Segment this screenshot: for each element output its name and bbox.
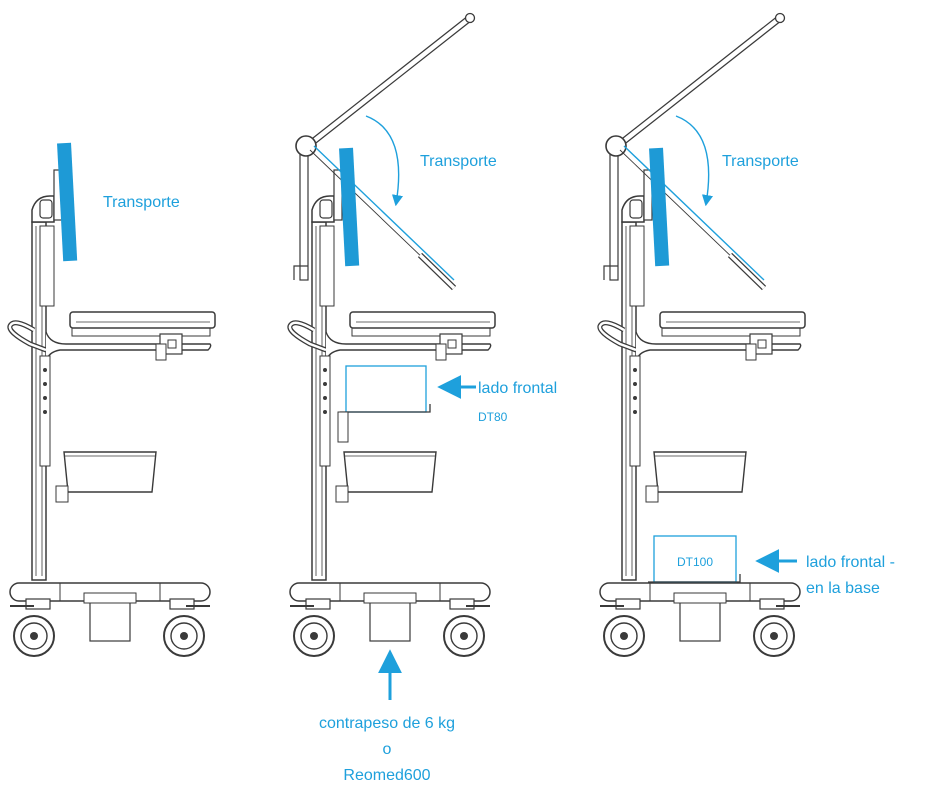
rotate-arrow-2 <box>365 115 403 207</box>
front-side-label: lado frontal <box>478 380 557 397</box>
dt80-device <box>345 365 427 413</box>
cart-1: Transporte <box>10 142 215 656</box>
dt80-label: DT80 <box>478 410 508 424</box>
dt100-label: DT100 <box>677 555 713 569</box>
transport-label-1: Transporte <box>103 194 180 211</box>
transport-label-3: Transporte <box>722 153 799 170</box>
front-side-base-label-line2: en la base <box>806 580 880 597</box>
cart-3: Transporte DT100 lado frontal - en la ba… <box>600 14 895 657</box>
counterweight-label-line2: o <box>383 741 392 758</box>
monitor-1 <box>57 142 78 262</box>
rotate-arrow-3 <box>675 115 713 207</box>
counterweight-label-line1: contrapeso de 6 kg <box>319 715 455 732</box>
cart-2: Transporte lado frontal DT80 contrapeso … <box>290 14 557 784</box>
counterweight-label-line3: Reomed600 <box>343 767 430 784</box>
transport-label-2: Transporte <box>420 153 497 170</box>
monitor-3 <box>649 147 670 267</box>
front-side-base-label-line1: lado frontal - <box>806 554 895 571</box>
monitor-2 <box>339 147 360 267</box>
